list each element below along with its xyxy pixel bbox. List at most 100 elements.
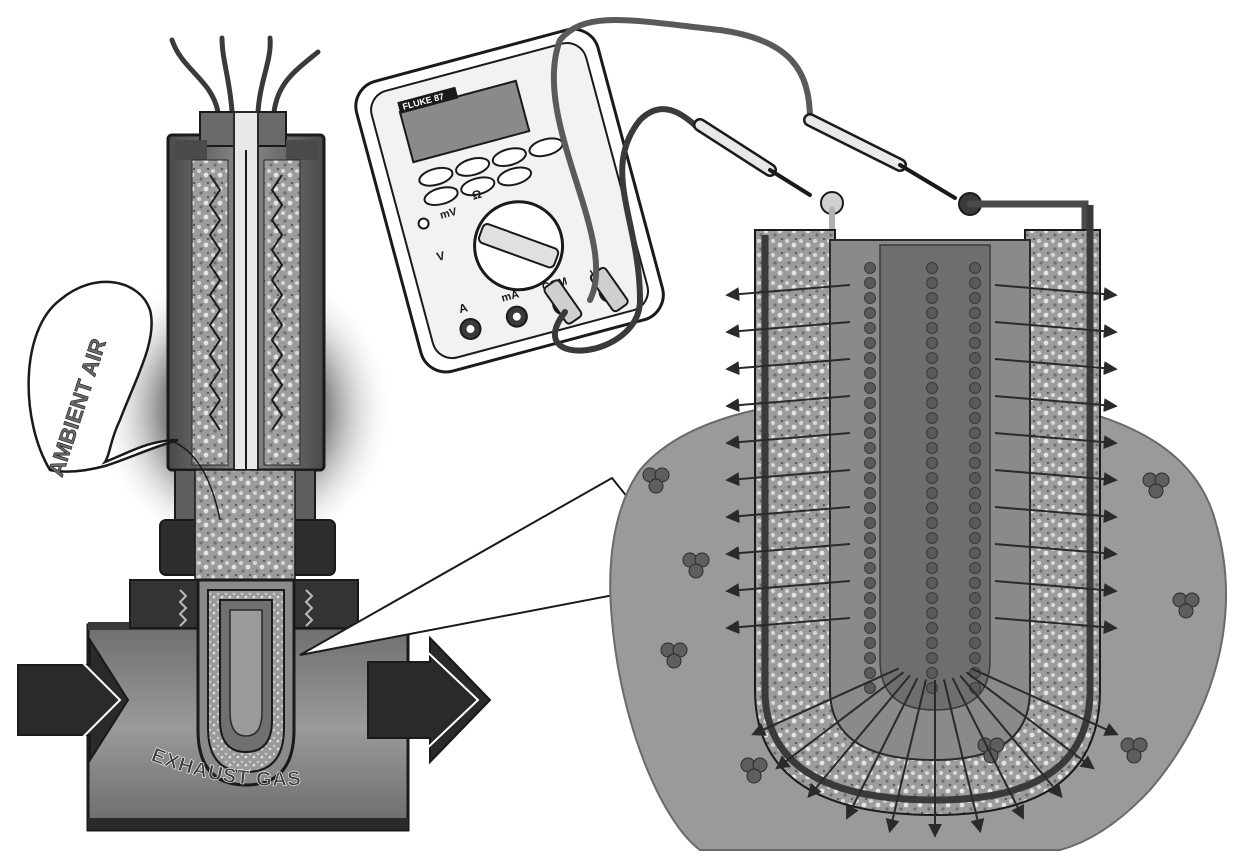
ion-arrow-left xyxy=(725,432,851,450)
lead-gray xyxy=(550,17,813,303)
molecule-atom xyxy=(666,653,682,669)
ion-arrow-radial xyxy=(846,677,919,820)
oxygen-ion-dot xyxy=(969,277,981,289)
oxygen-ion-dot xyxy=(969,382,981,394)
ion-arrow-radial xyxy=(885,679,927,834)
heater-coil-right xyxy=(270,174,284,431)
ion-arrow-left xyxy=(725,617,851,635)
ion-arrow-radial xyxy=(970,667,1119,736)
oxygen-ion-dot xyxy=(969,457,981,469)
oxygen-ion-dot xyxy=(926,352,938,364)
oxygen-ion-dot xyxy=(926,502,938,514)
oxygen-ion-dot xyxy=(864,277,876,289)
oxygen-ion-dot xyxy=(926,622,938,634)
port-label-ma: mA xyxy=(500,289,520,305)
gas-molecules xyxy=(642,467,1200,784)
oxygen-ion-dot xyxy=(969,592,981,604)
ion-arrow-left xyxy=(725,358,851,376)
oxygen-molecule-cluster xyxy=(1172,592,1200,619)
oxygen-ion-dot xyxy=(926,262,938,274)
oxygen-ion-dot xyxy=(926,517,938,529)
oxygen-ion-dot xyxy=(926,532,938,544)
molecule-atom xyxy=(648,478,664,494)
ion-arrow-left xyxy=(725,395,851,413)
oxygen-ion-dot xyxy=(969,562,981,574)
sensor-wires xyxy=(169,35,321,115)
oxygen-ion-dot xyxy=(969,637,981,649)
ion-arrow-left xyxy=(725,580,851,598)
oxygen-molecule-cluster xyxy=(660,642,688,669)
molecule-atom xyxy=(1178,603,1194,619)
ion-arrow-right xyxy=(994,395,1118,413)
oxygen-ion-dot xyxy=(864,292,876,304)
molecule-atom xyxy=(746,768,762,784)
oxygen-ion-dot xyxy=(969,607,981,619)
oxygen-ion-dot xyxy=(969,442,981,454)
ion-arrow-left xyxy=(725,543,851,561)
oxygen-ion-dot xyxy=(969,427,981,439)
heater-coil-left xyxy=(208,174,222,431)
dial-mark-volt: V xyxy=(435,248,446,264)
ion-arrow-radial xyxy=(751,667,900,736)
gas-flow-arrow-out xyxy=(367,635,492,765)
oxygen-molecule-cluster xyxy=(642,467,670,494)
oxygen-ion-dot xyxy=(926,457,938,469)
oxygen-ion-dot xyxy=(864,412,876,424)
oxygen-ion-dot xyxy=(864,622,876,634)
oxygen-ion-dot xyxy=(969,367,981,379)
ion-arrow-radial xyxy=(965,671,1095,770)
oxygen-molecule-cluster xyxy=(682,552,710,579)
zirconia-element-zoom xyxy=(609,205,1227,851)
oxygen-ion-dot xyxy=(926,607,938,619)
ion-arrow-left xyxy=(725,469,851,487)
oxygen-ion-dot xyxy=(969,487,981,499)
oxygen-ion-dot xyxy=(926,337,938,349)
ion-arrow-right xyxy=(994,506,1118,524)
oxygen-molecule-cluster xyxy=(1142,472,1170,499)
ion-arrow-right xyxy=(994,543,1118,561)
multimeter: FLUKE 87 mV Ω V xyxy=(354,27,665,374)
dial-mark-ohm: Ω xyxy=(470,187,483,203)
ion-arrow-right xyxy=(994,580,1118,598)
ion-arrow-right xyxy=(994,358,1118,376)
oxygen-ion-dot xyxy=(926,637,938,649)
oxygen-ion-dot xyxy=(969,337,981,349)
oxygen-ion-dot xyxy=(864,487,876,499)
oxygen-ion-dot xyxy=(969,517,981,529)
ion-arrow-left xyxy=(725,506,851,524)
oxygen-ion-dot xyxy=(926,427,938,439)
multimeter-buttons xyxy=(417,137,564,230)
oxygen-ion-dot xyxy=(864,442,876,454)
oxygen-ion-dot xyxy=(864,667,876,679)
oxygen-ion-dot xyxy=(969,547,981,559)
oxygen-ion-dot xyxy=(969,412,981,424)
sensor-assembly: EXHAUST GAS AMBIENT AIR xyxy=(17,35,492,832)
ion-migration-arrows xyxy=(725,284,1119,838)
oxygen-ion-dot xyxy=(864,307,876,319)
oxygen-ion-dot xyxy=(864,502,876,514)
ion-arrow-left xyxy=(725,321,851,339)
ion-arrow-right xyxy=(994,321,1118,339)
oxygen-ion-dot xyxy=(864,637,876,649)
ion-arrow-radial xyxy=(951,677,1024,820)
ion-arrow-right xyxy=(994,284,1118,302)
oxygen-ion-dot xyxy=(864,592,876,604)
oxygen-ion-dot xyxy=(864,652,876,664)
ion-arrow-radial xyxy=(943,679,985,834)
oxygen-ion-dot xyxy=(926,562,938,574)
oxygen-ion-dot xyxy=(864,367,876,379)
ion-arrow-right xyxy=(994,617,1118,635)
oxygen-ion-dot xyxy=(926,292,938,304)
multimeter-dial-knob xyxy=(477,223,560,269)
oxygen-ion-dot xyxy=(864,322,876,334)
ion-arrow-radial xyxy=(807,674,911,799)
oxygen-ion-dot xyxy=(926,412,938,424)
oxygen-ion-dot xyxy=(969,352,981,364)
molecule-atom xyxy=(688,563,704,579)
oxygen-ion-dot xyxy=(926,577,938,589)
oxygen-molecule-cluster xyxy=(1120,737,1148,764)
oxygen-ion-dot xyxy=(926,592,938,604)
oxygen-ion-dot xyxy=(864,532,876,544)
oxygen-ion-dot xyxy=(864,397,876,409)
